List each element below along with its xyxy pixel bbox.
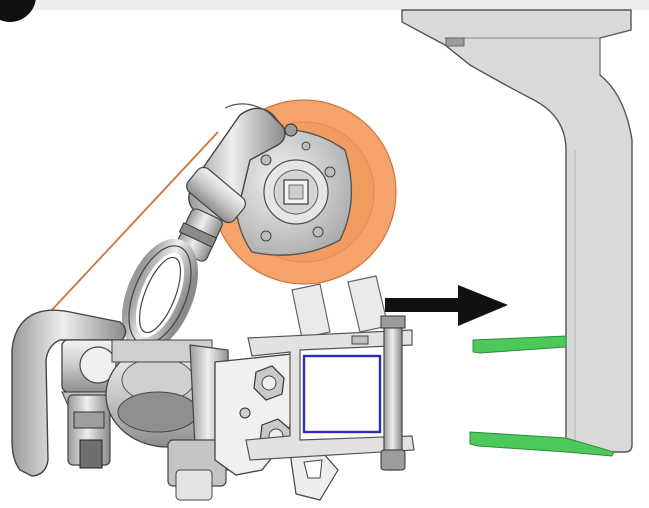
upper-arm <box>186 103 298 224</box>
drum <box>105 339 231 501</box>
blue-frame <box>302 354 382 434</box>
right-housing <box>401 9 633 453</box>
tape-line <box>49 131 219 313</box>
frame-bracket <box>245 315 415 471</box>
roller-hub <box>233 128 353 256</box>
eye-ring <box>122 238 198 352</box>
support-struts <box>291 275 389 339</box>
green-guides <box>469 335 615 457</box>
arrow-right-icon <box>385 285 508 326</box>
top-band <box>0 0 649 10</box>
handle <box>11 309 127 477</box>
circle-badge-icon <box>0 0 36 22</box>
